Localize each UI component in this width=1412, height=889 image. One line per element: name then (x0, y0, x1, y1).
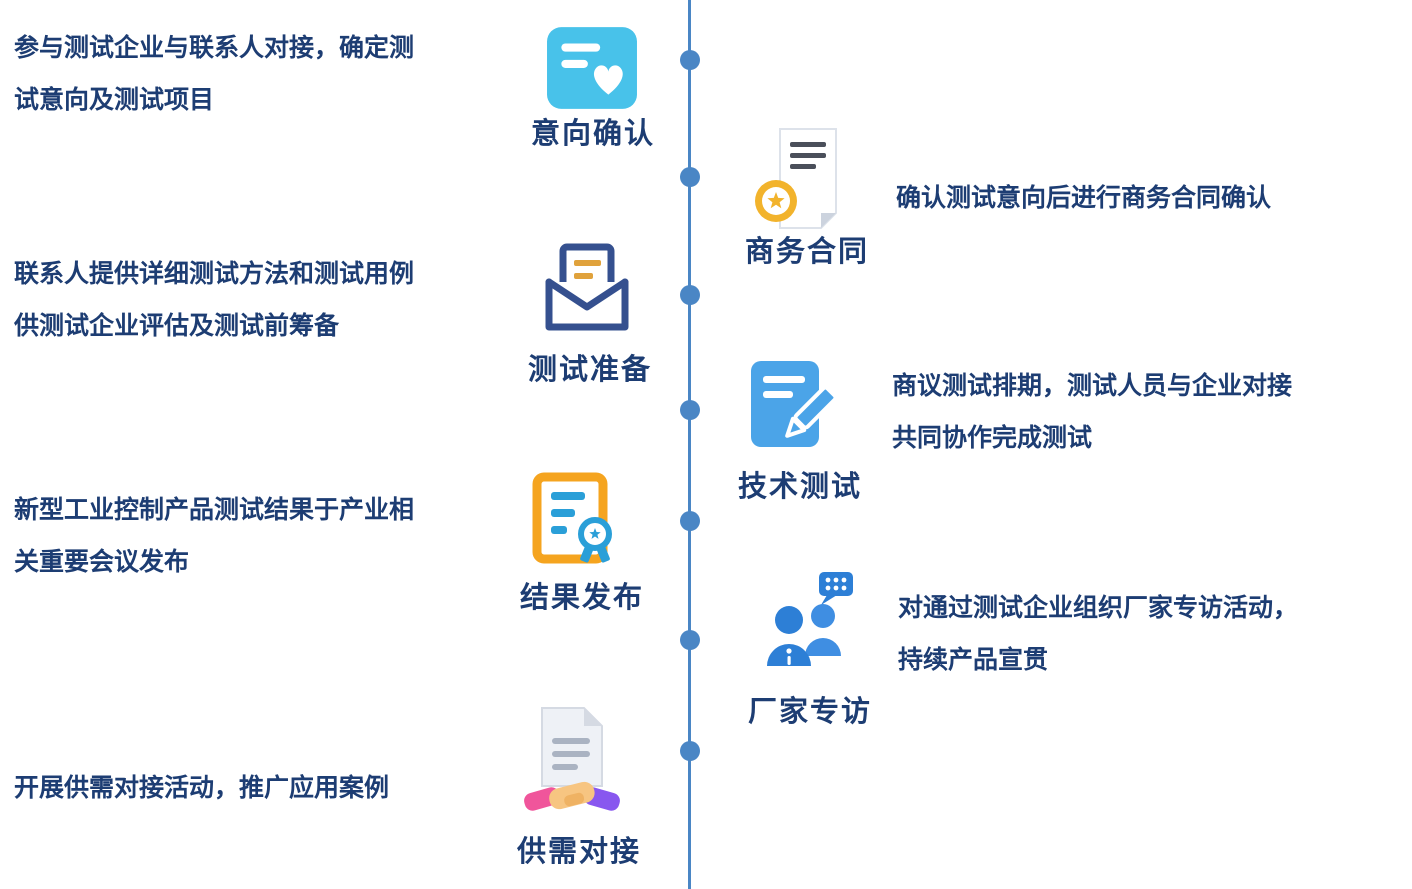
timeline-line (688, 0, 691, 889)
step-matchmaking-description: 开展供需对接活动，推广应用案例 (14, 762, 389, 814)
description-line: 确认测试意向后进行商务合同确认 (896, 184, 1272, 212)
timeline-dot-7 (680, 741, 700, 761)
description-line: 关重要会议发布 (14, 548, 190, 576)
envelope-letter-icon (543, 242, 631, 339)
step-label-results: 结果发布 (519, 582, 644, 614)
description-line: 持续产品宣贯 (898, 646, 1049, 674)
step-label-intent: 意向确认 (530, 118, 655, 150)
document-pencil-icon (745, 358, 838, 459)
step-label-testing: 技术测试 (737, 471, 862, 503)
description-line: 商议测试排期，测试人员与企业对接 (892, 372, 1293, 400)
card-heart-icon (546, 26, 638, 115)
step-label-contract: 商务合同 (744, 236, 869, 268)
timeline-dot-1 (680, 50, 700, 70)
step-results-description: 新型工业控制产品测试结果于产业相 关重要会议发布 (14, 484, 414, 588)
document-award-icon (531, 472, 621, 571)
contract-medal-icon (752, 126, 850, 236)
timeline-dot-5 (680, 511, 700, 531)
step-interview-description: 对通过测试企业组织厂家专访活动， 持续产品宣贯 (898, 582, 1298, 686)
description-line: 新型工业控制产品测试结果于产业相 (14, 496, 415, 524)
step-preparation-description: 联系人提供详细测试方法和测试用例 供测试企业评估及测试前筹备 (14, 248, 414, 352)
step-testing-description: 商议测试排期，测试人员与企业对接 共同协作完成测试 (892, 360, 1292, 464)
step-intent-description: 参与测试企业与联系人对接，确定测 试意向及测试项目 (14, 22, 414, 126)
step-contract-description: 确认测试意向后进行商务合同确认 (896, 172, 1271, 224)
description-line: 联系人提供详细测试方法和测试用例 (14, 260, 415, 288)
timeline-dot-2 (680, 167, 700, 187)
description-line: 供测试企业评估及测试前筹备 (14, 312, 340, 340)
handshake-document-icon (522, 706, 622, 823)
description-line: 对通过测试企业组织厂家专访活动， (898, 594, 1299, 622)
description-line: 参与测试企业与联系人对接，确定测 (14, 34, 415, 62)
people-interview-icon (757, 570, 857, 677)
step-label-interview: 厂家专访 (747, 696, 872, 728)
timeline-dot-4 (680, 400, 700, 420)
description-line: 开展供需对接活动，推广应用案例 (14, 774, 390, 802)
step-label-matchmaking: 供需对接 (516, 836, 641, 868)
timeline-dot-6 (680, 630, 700, 650)
description-line: 共同协作完成测试 (892, 424, 1093, 452)
timeline-dot-3 (680, 285, 700, 305)
step-label-preparation: 测试准备 (527, 354, 652, 386)
description-line: 试意向及测试项目 (14, 86, 215, 114)
